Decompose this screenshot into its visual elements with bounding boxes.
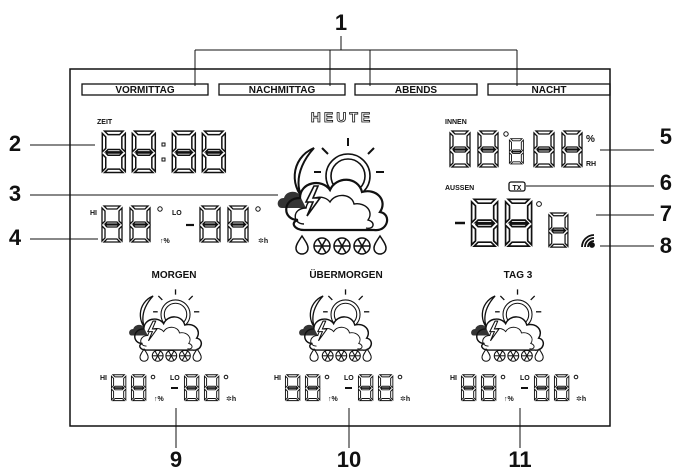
innen-label: INNEN [445, 119, 467, 126]
forecast-day-3-hi-lo [450, 375, 586, 403]
today-precipitation-icons [295, 235, 387, 255]
callout-8: 8 [660, 233, 672, 258]
heute-title: HEUTE [311, 109, 373, 125]
period-vormittag: VORMITTAG [115, 85, 174, 96]
hours-icon: ✲h [258, 237, 268, 245]
forecast-day-3-weather-icon [470, 288, 545, 351]
period-nachmittag: NACHMITTAG [249, 85, 316, 96]
tx-indicator: TX [508, 181, 526, 192]
forecast-day-2-title: ÜBERMORGEN [309, 268, 382, 281]
tx-label: TX [513, 185, 522, 192]
signal-icon [581, 234, 595, 248]
callout-6: 6 [660, 170, 672, 195]
callout-3: 3 [9, 181, 21, 206]
period-bar: VORMITTAG NACHMITTAG ABENDS NACHT [81, 83, 611, 96]
indoor-display: % RH [449, 130, 596, 168]
callout-5: 5 [660, 124, 672, 149]
zeit-label: ZEIT [97, 119, 113, 126]
forecast-day-2-precipitation-icons [309, 348, 372, 362]
forecast-day-3-title: TAG 3 [504, 270, 533, 281]
today-hi-lo: HI LO ↑% ✲h [90, 205, 268, 245]
today-weather-icon [276, 136, 389, 232]
forecast-day-2-hi-lo [274, 375, 410, 403]
rh-label: RH [586, 161, 596, 168]
aussen-label: AUSSEN [445, 185, 474, 192]
forecast-day-3-precipitation-icons [481, 348, 544, 362]
forecast-day-2: ÜBERMORGEN [274, 268, 410, 403]
forecast-day-1-precipitation-icons [139, 348, 202, 362]
humidity-percent-icon: ↑% [160, 238, 171, 245]
callout-7: 7 [660, 201, 672, 226]
lcd-frame [69, 68, 611, 427]
callout-9: 9 [170, 447, 182, 470]
forecast-day-1-title: MORGEN [152, 270, 197, 281]
callout-11: 11 [508, 447, 531, 470]
callout-2: 2 [9, 131, 21, 156]
forecast-day-3: TAG 3 [450, 270, 586, 403]
period-nacht: NACHT [532, 85, 567, 96]
callout-1: 1 [335, 10, 347, 35]
callout-4: 4 [9, 225, 22, 250]
today-lo-label: LO [172, 210, 182, 217]
today-hi-label: HI [90, 210, 97, 217]
outdoor-display [455, 198, 569, 248]
forecast-day-1: MORGEN [100, 270, 236, 403]
forecast-day-1-weather-icon [128, 288, 203, 351]
period-abends: ABENDS [395, 85, 438, 96]
forecast-day-1-hi-lo [100, 375, 236, 403]
forecast-day-2-weather-icon [298, 288, 373, 351]
percent-sign: % [586, 134, 595, 145]
time-display [101, 130, 227, 174]
callout-10: 10 [337, 447, 361, 470]
callout-1-leaders [194, 36, 518, 86]
